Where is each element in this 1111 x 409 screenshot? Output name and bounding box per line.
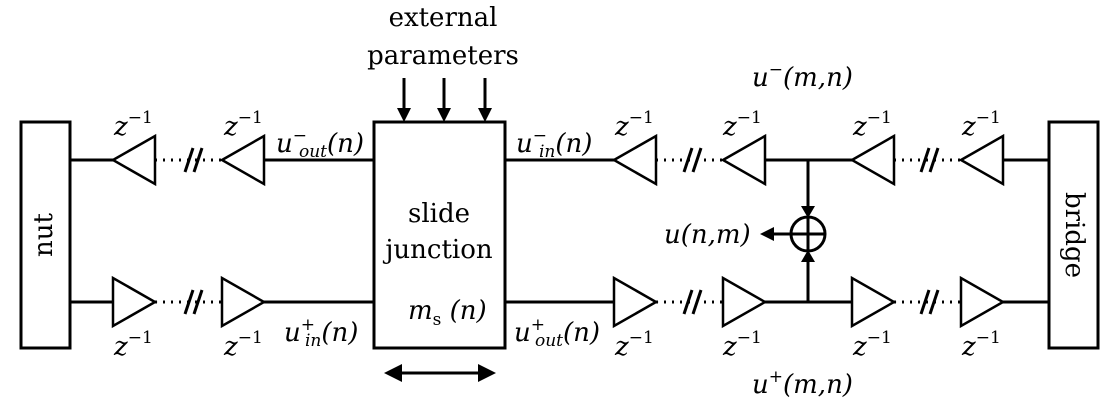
delay-labels: z−1 z−1 z−1 z−1 z−1 z−1 z−1 z−1 z−1 z−1 … [113, 108, 1001, 362]
delay-label: z−1 [223, 108, 263, 142]
u-out-plus-label: u+out(n) [514, 315, 600, 351]
delay-label: z−1 [113, 328, 153, 362]
delay-block [611, 133, 658, 187]
delay-block [958, 133, 1005, 187]
delay-block [110, 133, 157, 187]
bridge-box [1047, 120, 1100, 350]
u-minus-mn-label: u−(m,n) [752, 60, 853, 93]
junction-label: junction [382, 235, 493, 265]
delay-label: z−1 [113, 108, 153, 142]
delay-label: z−1 [722, 328, 762, 362]
delay-block [612, 275, 659, 329]
delay-block [111, 275, 158, 329]
slide-junction-box [372, 120, 507, 350]
delay-block [220, 275, 267, 329]
delay-block [219, 133, 266, 187]
delay-block [849, 133, 896, 187]
slide-movement-arrow [384, 364, 496, 382]
delay-label: z−1 [614, 108, 654, 142]
nut-box [19, 120, 72, 350]
nut-label: nut [29, 212, 59, 256]
upper-right-rail [505, 133, 1049, 187]
delay-block [959, 275, 1006, 329]
delay-label: z−1 [852, 328, 892, 362]
external-parameters-label-line2: parameters [367, 41, 519, 71]
lower-left-rail [70, 275, 374, 329]
delay-label: z−1 [223, 328, 263, 362]
delay-label: z−1 [961, 328, 1001, 362]
slide-position-label: ms (n) [408, 296, 487, 330]
u-in-plus-label: u+in(n) [284, 315, 358, 351]
lower-right-rail [505, 275, 1049, 329]
u-nm-output-label: u(n,m) [664, 220, 751, 250]
delay-block [720, 133, 767, 187]
external-parameter-arrows [397, 78, 492, 122]
u-in-minus-label: u−in(n) [516, 126, 592, 162]
slide-label: slide [408, 199, 470, 229]
delay-label: z−1 [722, 108, 762, 142]
u-plus-mn-label: u+(m,n) [752, 367, 853, 400]
delay-block [721, 275, 768, 329]
bridge-label: bridge [1059, 192, 1089, 278]
delay-label: z−1 [614, 328, 654, 362]
u-out-minus-label: u−out(n) [276, 126, 364, 162]
delay-block [850, 275, 897, 329]
delay-label: z−1 [961, 108, 1001, 142]
delay-label: z−1 [852, 108, 892, 142]
upper-left-rail [70, 133, 374, 187]
external-parameters-label-line1: external [389, 3, 498, 33]
summing-junction [760, 160, 827, 302]
